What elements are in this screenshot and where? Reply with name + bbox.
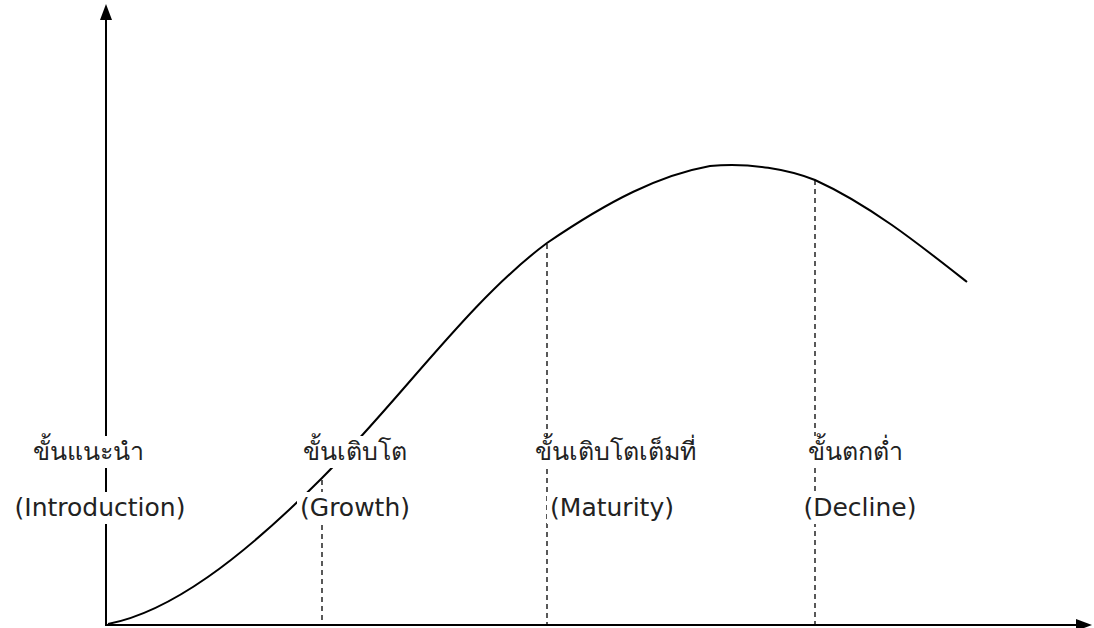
stage-name-english: (Decline) [800, 492, 919, 523]
stage-name-english: (Maturity) [547, 492, 677, 523]
y-axis-arrowhead [100, 4, 112, 20]
stage-name: ขั้นตกต่ำ [805, 436, 906, 467]
stage-name: ขั้นเติบโตเต็มที่ [532, 436, 699, 467]
x-axis [106, 624, 1080, 626]
stage-name-english: (Introduction) [12, 492, 189, 523]
stage-name: ขั้นเติบโต [300, 436, 410, 467]
stage-divider [814, 180, 815, 625]
x-axis-arrowhead [1076, 619, 1092, 628]
y-axis [105, 16, 107, 626]
stage-divider [546, 244, 547, 625]
sales-curve [108, 165, 967, 624]
stage-name: ขั้นแนะนำ [30, 436, 147, 467]
stage-name-english: (Growth) [297, 492, 413, 523]
